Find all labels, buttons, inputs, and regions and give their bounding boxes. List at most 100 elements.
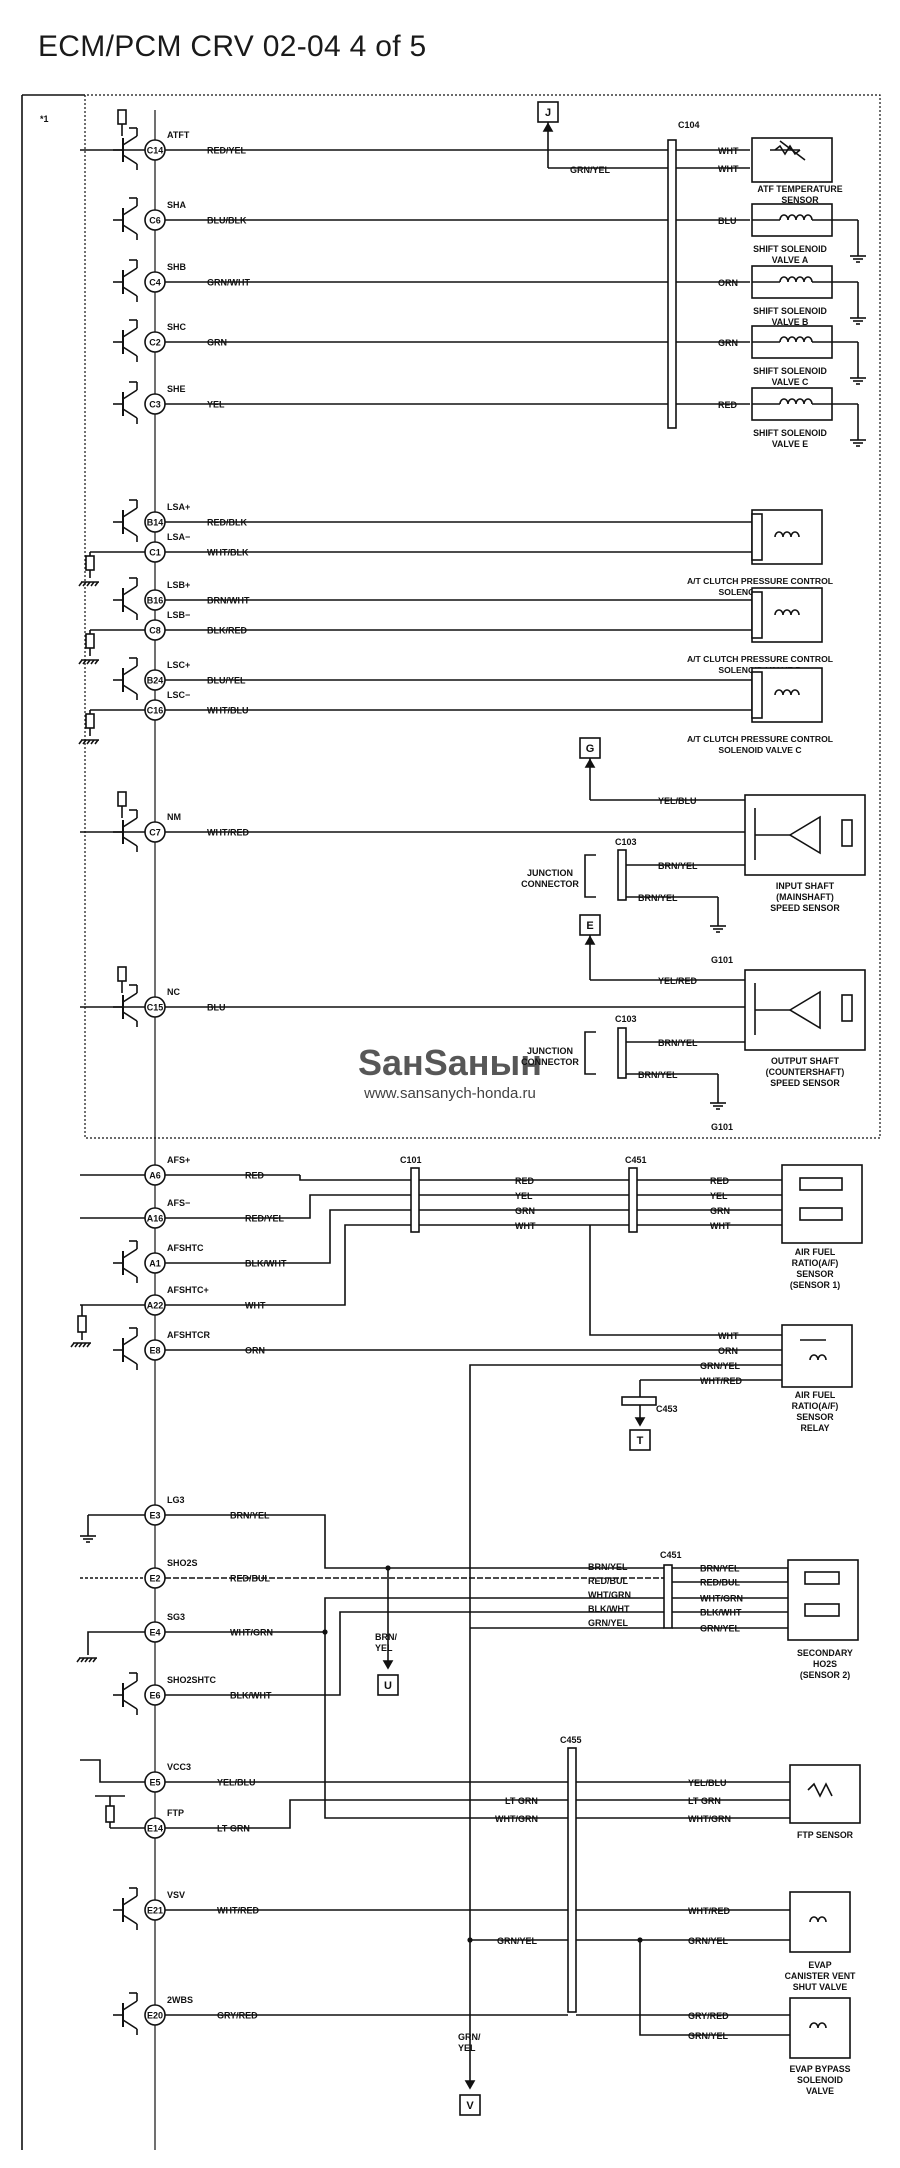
solenoid-coil-sha <box>779 214 813 221</box>
driver-transistor <box>122 2000 138 2011</box>
clutch-solenoid-box-lsb <box>751 587 823 643</box>
signal-name: AFSHTC+ <box>167 1285 209 1295</box>
wire-color: WHT/GRN <box>495 1814 538 1824</box>
vent-coil <box>809 1916 827 1923</box>
solenoid-coil-shb <box>779 276 813 283</box>
component-label-is: INPUT SHAFT <box>776 881 835 891</box>
wire-color: WHT/GRN <box>688 1814 731 1824</box>
driver-transistor <box>122 286 138 297</box>
component-label-afs: RATIO(A/F) <box>792 1258 839 1268</box>
signal-name: SHB <box>167 262 187 272</box>
component-label-bypass: EVAP BYPASS <box>789 2064 850 2074</box>
pin-id: A1 <box>149 1259 161 1269</box>
connector-c104 <box>667 139 677 429</box>
component-label-bypass: SOLENOID <box>797 2075 843 2085</box>
terminal-t: T <box>637 1435 644 1447</box>
ground-lead <box>87 1631 145 1655</box>
wire-relay-wht <box>589 1225 782 1336</box>
terminal-e: E <box>586 920 593 932</box>
driver-transistor <box>122 1335 138 1346</box>
thermistor-arrow <box>779 140 806 161</box>
wire-color: BLK/WHT <box>588 1604 630 1614</box>
driver-transistor <box>122 327 138 338</box>
ground-hatch <box>82 739 87 745</box>
wire-color: GRN/YEL <box>688 2031 729 2041</box>
ground-hatch <box>90 739 95 745</box>
signal-name: NC <box>167 987 180 997</box>
wire-afs <box>299 1175 411 1181</box>
driver-transistor <box>122 205 138 216</box>
junction-label: JUNCTION <box>527 868 573 878</box>
signal-name: VSV <box>167 1890 185 1900</box>
driver-transistor <box>122 135 138 146</box>
junction-label: CONNECTOR <box>521 1057 579 1067</box>
signal-name: VCC3 <box>167 1762 191 1772</box>
star-note: *1 <box>40 114 49 124</box>
signal-name: SG3 <box>167 1612 185 1622</box>
wire-sg3 <box>165 1597 664 1633</box>
component-label-she: SHIFT SOLENOID <box>753 428 827 438</box>
pullup-resistor <box>117 109 127 125</box>
wire-color: BRN/YEL <box>588 1562 628 1572</box>
component-label-shb: VALVE B <box>772 317 809 327</box>
component-label-os: SPEED SENSOR <box>770 1078 840 1088</box>
splice-dot <box>637 1937 643 1943</box>
signal-name: SHE <box>167 384 186 394</box>
wire-color: GRN/YEL <box>700 1361 741 1371</box>
terminal-v: V <box>466 2100 474 2112</box>
component-label-afs: SENSOR <box>796 1269 834 1279</box>
connector-label: C455 <box>560 1735 582 1745</box>
ground-hatch <box>94 739 99 745</box>
pin-id: E14 <box>147 1824 163 1834</box>
component-label-atft: ATF TEMPERATURE <box>757 184 842 194</box>
wire-bypass-ret <box>639 1940 790 2036</box>
wire-color: YEL/RED <box>658 976 698 986</box>
ground-hatch <box>74 1342 79 1348</box>
component-label-os: (COUNTERSHAFT) <box>766 1067 845 1077</box>
ground-hatch <box>90 659 95 665</box>
bypass-coil <box>809 2022 827 2029</box>
component-label-shb: SHIFT SOLENOID <box>753 306 827 316</box>
driver-transistor <box>122 267 138 278</box>
afs-heater <box>799 1207 843 1221</box>
solenoid-coil-she <box>779 398 813 405</box>
terminal-j: J <box>545 107 551 119</box>
connector-c103b <box>617 1027 627 1079</box>
page-title: ECM/PCM CRV 02-04 4 of 5 <box>38 30 427 63</box>
wire-color: WHT/RED <box>700 1376 742 1386</box>
signal-name: LSC+ <box>167 660 190 670</box>
driver-transistor <box>122 1248 138 1259</box>
wire-color: WHT <box>515 1221 536 1231</box>
splice-dot <box>467 1937 473 1943</box>
pin-id: C2 <box>149 338 161 348</box>
sensor-element <box>841 819 853 847</box>
pullup-resistor <box>117 966 127 982</box>
ground-hatch <box>86 1342 91 1348</box>
watermark-brand: SанSанын <box>358 1042 542 1083</box>
signal-name: FTP <box>167 1808 184 1818</box>
pullup-resistor <box>117 791 127 807</box>
wire-color: RED <box>710 1176 730 1186</box>
wire-color: BRN/YEL <box>700 1564 740 1574</box>
solenoid-body <box>751 591 763 639</box>
pin-id: E3 <box>149 1511 160 1521</box>
component-label-os: OUTPUT SHAFT <box>771 1056 840 1066</box>
signal-name: LSC− <box>167 690 190 700</box>
component-label-shc: VALVE C <box>772 377 809 387</box>
wire-color: WHT <box>718 146 739 156</box>
wire-grn-yel-trunk <box>469 1364 782 2035</box>
driver-transistor <box>122 224 138 235</box>
wire-afshtc <box>165 1209 411 1264</box>
arrow-g <box>584 758 596 768</box>
pin-id: E4 <box>149 1628 160 1638</box>
wire-afshtc-plus <box>165 1224 411 1306</box>
ground-hatch <box>76 1657 81 1663</box>
pin-id: E5 <box>149 1778 160 1788</box>
wire-color: WHT <box>718 164 739 174</box>
driver-transistor <box>122 154 138 165</box>
wire-color: WHT/GRN <box>588 1590 631 1600</box>
terminal-u: U <box>384 1680 392 1692</box>
signal-name: SHA <box>167 200 187 210</box>
terminal-u <box>377 1674 399 1696</box>
at-dashed-box <box>84 94 881 1139</box>
